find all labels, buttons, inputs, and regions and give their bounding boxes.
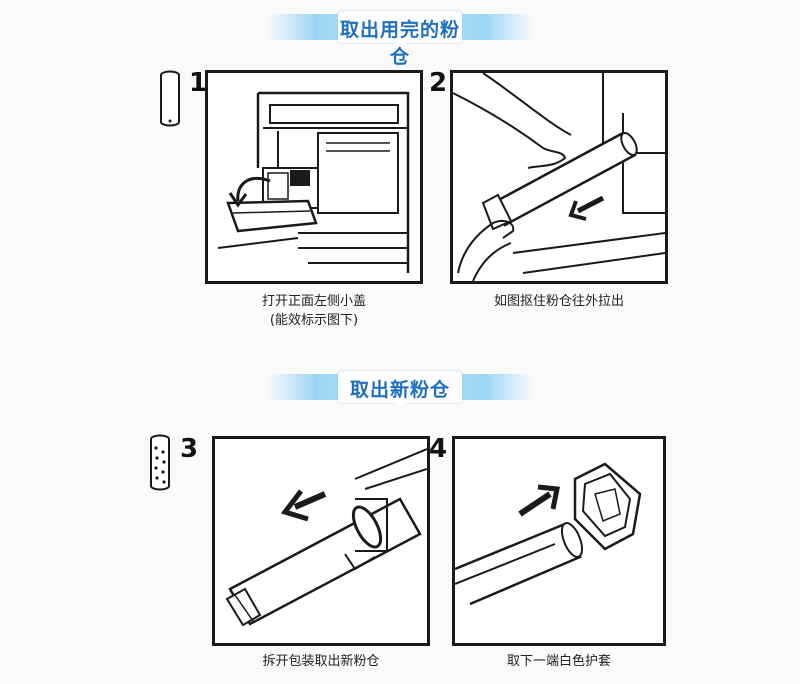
banner-pill (338, 11, 462, 49)
step-4-caption: 取下一端白色护套 (452, 652, 666, 671)
step-number-1: 1 (189, 68, 208, 98)
step-2-illustration (450, 70, 668, 284)
step-number-3: 3 (180, 434, 199, 464)
step-3-caption-line1: 拆开包装取出新粉仓 (262, 654, 380, 669)
step-3-illustration (212, 436, 430, 646)
step-1-caption-line2: (能效标示图下) (269, 313, 359, 328)
step-3-caption: 拆开包装取出新粉仓 (212, 652, 430, 671)
step-number-2: 2 (429, 68, 448, 98)
step-1-caption: 打开正面左侧小盖 (能效标示图下) (205, 292, 423, 330)
section-banner-remove-used: 取出用完的粉仓 (0, 8, 800, 68)
step-4-illustration (452, 436, 666, 646)
step-2-caption: 如图抠住粉仓往外拉出 (450, 292, 668, 311)
empty-toner-cartridge-icon (159, 70, 181, 128)
step-1-caption-line1: 打开正面左侧小盖 (261, 294, 366, 309)
step-number-4: 4 (429, 434, 448, 464)
step-4-caption-line1: 取下一端白色护套 (506, 654, 611, 669)
banner-pill (338, 371, 462, 409)
step-2-caption-line1: 如图抠住粉仓往外拉出 (493, 294, 624, 309)
section-title-new: 取出新粉仓 (349, 379, 450, 401)
section-title-remove-used: 取出用完的粉仓 (339, 19, 460, 68)
section-banner-new: 取出新粉仓 (0, 368, 800, 409)
step-1-illustration (205, 70, 423, 284)
new-toner-cartridge-icon (149, 434, 171, 492)
